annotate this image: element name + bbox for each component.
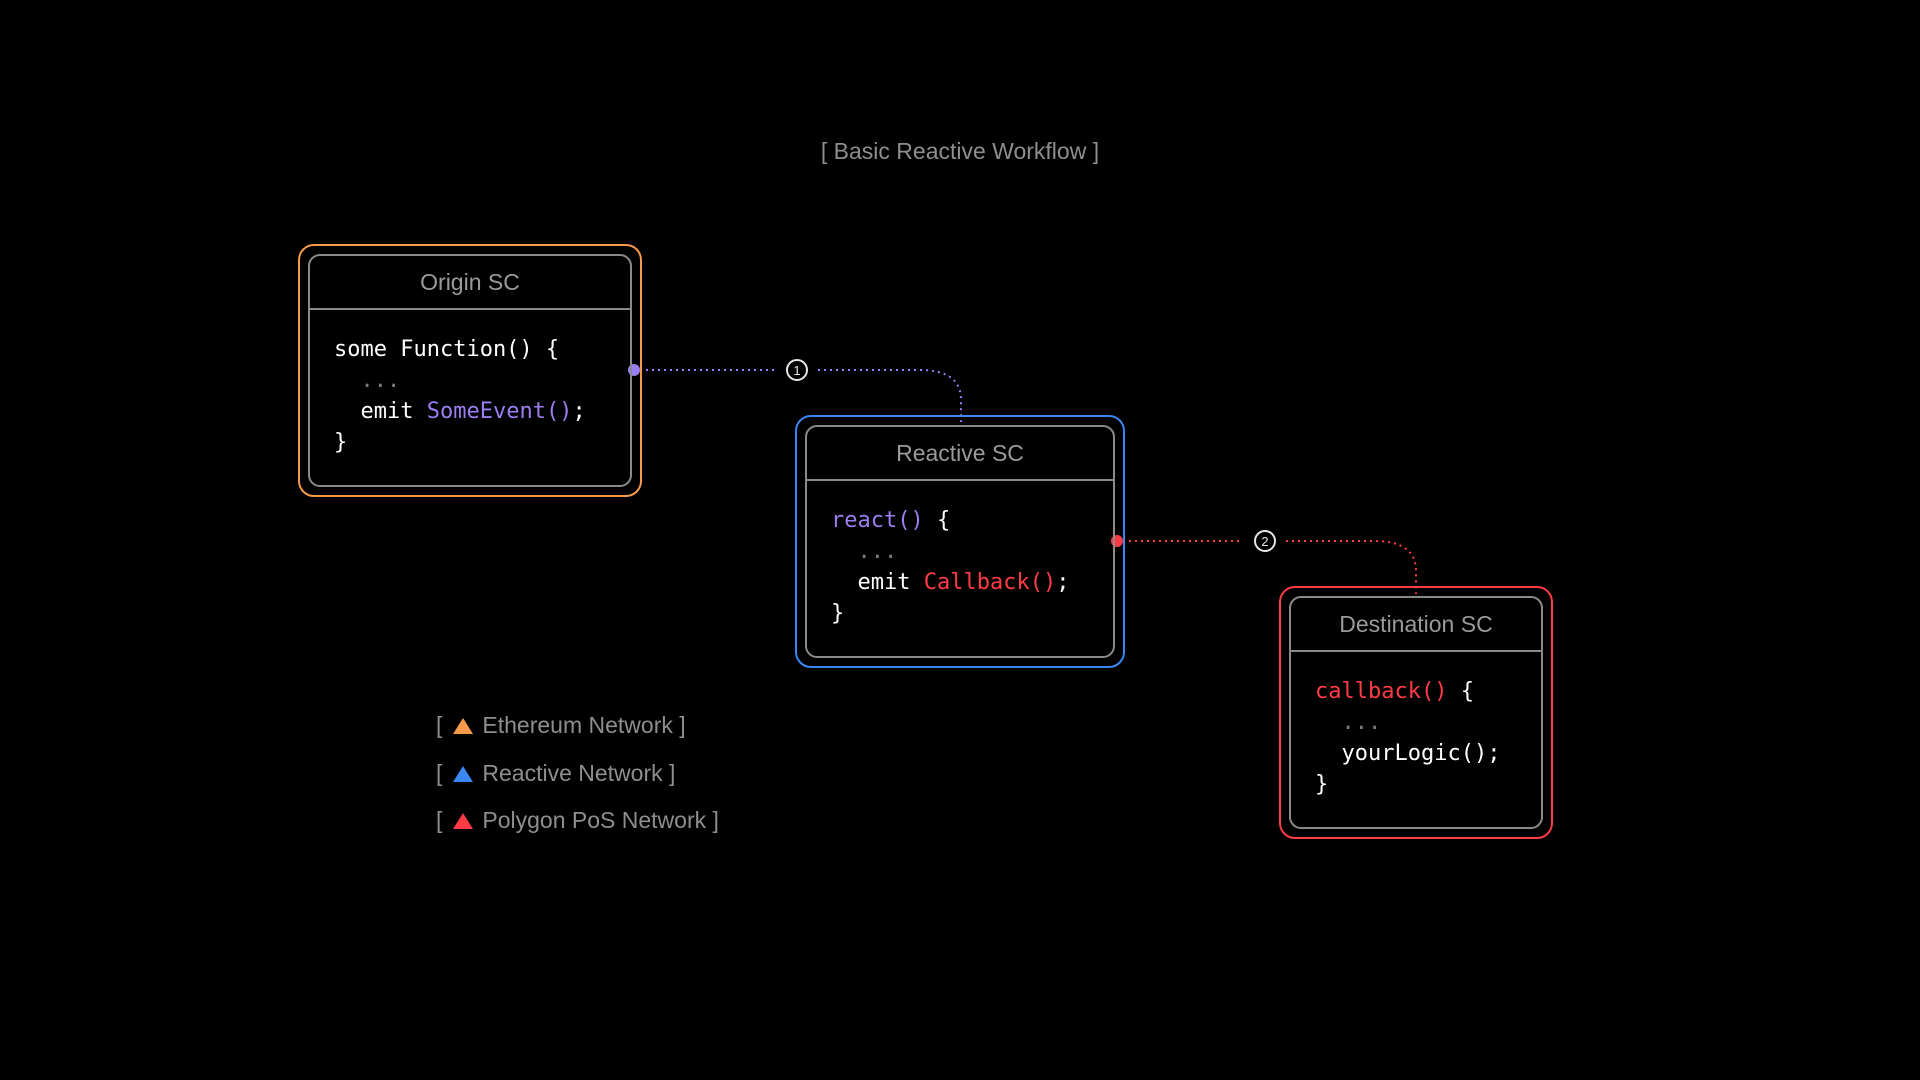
step-1-label: 1	[793, 363, 800, 378]
legend-label-reactive: Reactive Network ]	[482, 760, 676, 786]
destination-code-fn: callback()	[1315, 679, 1448, 704]
polygon-triangle-icon	[453, 812, 474, 829]
destination-code: callback() { ... yourLogic(); }	[1291, 652, 1541, 800]
reactive-code-close: }	[831, 601, 845, 626]
reactive-triangle-icon	[453, 765, 474, 782]
origin-contract-header: Origin SC	[310, 256, 630, 310]
legend-item-polygon: [ Polygon PoS Network ]	[436, 807, 719, 834]
reactive-code-open: {	[923, 508, 951, 533]
origin-code-event: SomeEvent()	[426, 399, 573, 424]
destination-code-ellipsis: ...	[1341, 710, 1382, 735]
ethereum-triangle-icon	[453, 717, 474, 734]
origin-code-ellipsis: ...	[360, 368, 401, 393]
legend-item-reactive: [ Reactive Network ]	[436, 760, 675, 787]
origin-contract: Origin SC some Function() { ... emit Som…	[298, 244, 642, 497]
reactive-contract-header: Reactive SC	[807, 427, 1113, 481]
reactive-contract-inner: Reactive SC react() { ... emit Callback(…	[805, 425, 1115, 658]
legend-bracket: [	[436, 807, 443, 833]
legend-label-ethereum: Ethereum Network ]	[482, 712, 686, 738]
origin-contract-inner: Origin SC some Function() { ... emit Som…	[308, 254, 632, 487]
reactive-code-emit: emit	[857, 570, 924, 595]
step-2-label: 2	[1261, 534, 1268, 549]
reactive-code-ellipsis: ...	[857, 539, 898, 564]
destination-contract-inner: Destination SC callback() { ... yourLogi…	[1289, 596, 1543, 829]
origin-code-close: }	[334, 430, 348, 455]
destination-contract: Destination SC callback() { ... yourLogi…	[1279, 586, 1553, 839]
origin-code-emit: emit	[360, 399, 427, 424]
origin-code-line1: some Function() {	[334, 337, 560, 362]
legend-bracket: [	[436, 760, 443, 786]
diagram-title: [ Basic Reactive Workflow ]	[820, 138, 1100, 164]
origin-code-semicolon: ;	[572, 399, 586, 424]
destination-code-open: {	[1447, 679, 1474, 704]
step-1-marker: 1	[786, 359, 808, 381]
origin-code: some Function() { ... emit SomeEvent(); …	[310, 310, 630, 458]
legend-label-polygon: Polygon PoS Network ]	[482, 807, 719, 833]
reactive-contract: Reactive SC react() { ... emit Callback(…	[795, 415, 1125, 668]
step-2-marker: 2	[1254, 530, 1276, 552]
destination-code-logic: yourLogic();	[1341, 741, 1501, 766]
destination-code-close: }	[1315, 772, 1329, 797]
destination-contract-header: Destination SC	[1291, 598, 1541, 652]
legend-bracket: [	[436, 712, 443, 738]
reactive-code-fn: react()	[831, 508, 924, 533]
reactive-code-event: Callback()	[923, 570, 1057, 595]
legend-item-ethereum: [ Ethereum Network ]	[436, 712, 686, 739]
reactive-code-semicolon: ;	[1056, 570, 1070, 595]
reactive-code: react() { ... emit Callback(); }	[807, 481, 1113, 629]
